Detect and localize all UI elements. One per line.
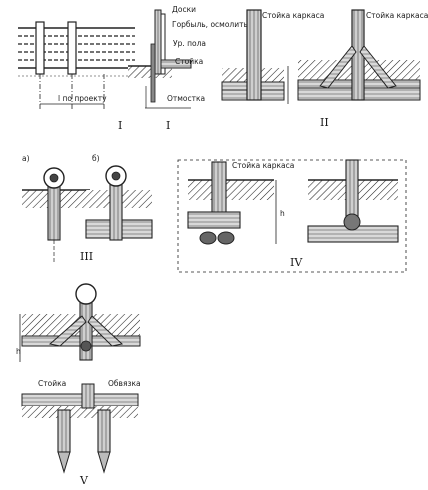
fig-i-label-floor: Ур. пола bbox=[173, 39, 206, 48]
figure-i-section bbox=[128, 9, 192, 109]
fig-i-label-blind-area: Отмостка bbox=[167, 94, 205, 103]
fig-iii-sub-b: б) bbox=[92, 154, 100, 163]
fig-v-label-beam: Обвязка bbox=[108, 379, 141, 388]
fig-i-numeral: I bbox=[118, 119, 122, 132]
figure-iv bbox=[187, 159, 399, 245]
fig-iii-numeral: III bbox=[80, 250, 93, 263]
figure-v bbox=[19, 283, 141, 474]
fig-ii-right-label-1: Стойка каркаса bbox=[366, 11, 428, 20]
figure-iii bbox=[22, 165, 153, 262]
figure-ii bbox=[221, 9, 421, 104]
fig-v-label-post: Стойка bbox=[38, 379, 66, 388]
fig-iv-label: Стойка каркаса bbox=[232, 161, 294, 170]
fig-v-numeral: V bbox=[79, 474, 89, 487]
fig-iv-numeral: IV bbox=[290, 256, 303, 269]
fig-v-dim: h bbox=[16, 347, 21, 356]
fig-iv-dim: h bbox=[280, 209, 285, 218]
figure-i-plan bbox=[18, 21, 135, 110]
fig-iii-sub-a: а) bbox=[22, 154, 30, 163]
fig-ii-numeral: II bbox=[320, 116, 329, 129]
fig-i-dim-line1: l по проекту bbox=[58, 94, 107, 103]
fig-i-label-boards: Доски bbox=[172, 5, 196, 14]
fig-i-numeral-b: I bbox=[166, 119, 170, 132]
fig-ii-left-label-1: Стойка каркаса bbox=[262, 11, 324, 20]
fig-i-label-post: Стойка bbox=[175, 57, 203, 66]
fig-i-label-slab: Горбыль, осмолить bbox=[172, 20, 248, 29]
